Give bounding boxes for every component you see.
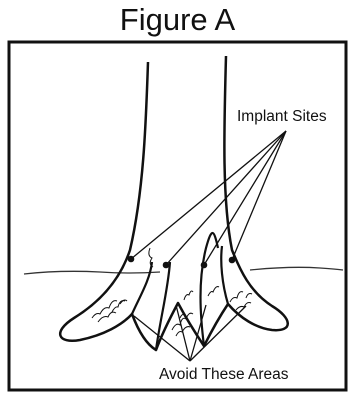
implant-leader-lines xyxy=(131,131,286,265)
diagram-frame xyxy=(9,42,346,390)
root-ridge-center-right xyxy=(201,233,219,346)
trunk-outline xyxy=(60,56,288,350)
implant-sites-label: Implant Sites xyxy=(237,108,327,126)
root-ridge-left xyxy=(132,262,152,314)
root-ridge-center-left xyxy=(156,262,170,350)
ground-line xyxy=(24,267,343,274)
root-ridge-right xyxy=(221,246,228,304)
avoid-areas-label: Avoid These Areas xyxy=(159,366,289,384)
